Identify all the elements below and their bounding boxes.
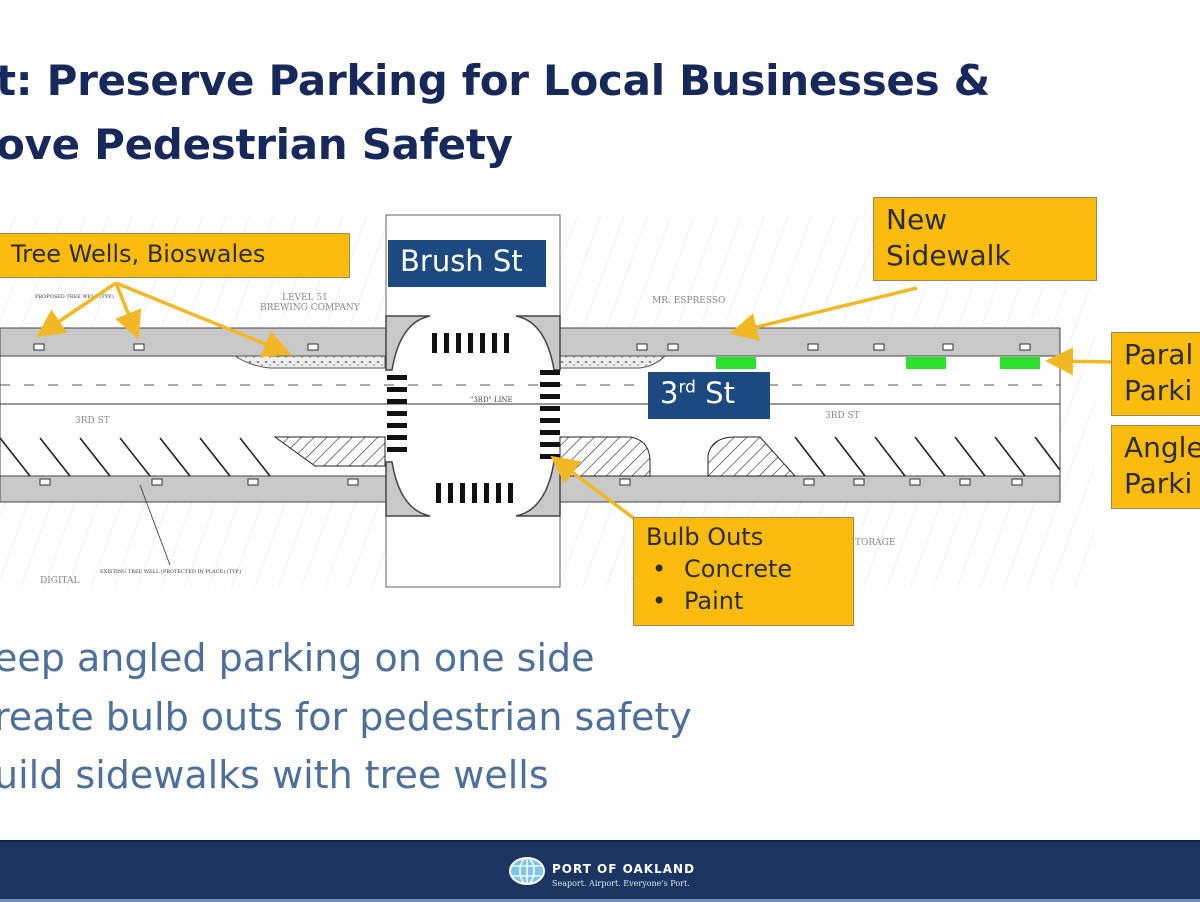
- parallel-line-2: Parki: [1124, 374, 1193, 407]
- plan-label-brewing: BREWING COMPANY: [260, 303, 361, 313]
- new-sidewalk-line-2: Sidewalk: [886, 239, 1011, 272]
- angled-parking-west: [0, 437, 271, 477]
- crosswalk-south: [436, 483, 513, 503]
- globe-icon: [509, 857, 545, 885]
- arrow-tree-well-2: [114, 282, 142, 340]
- callout-arrows: [36, 281, 1113, 522]
- street-label-brush-st: Brush St: [388, 240, 546, 287]
- hatched-island-east-1: [559, 436, 651, 477]
- slide-title-line-2: ove Pedestrian Safety: [0, 120, 513, 169]
- slide-title-line-1: t: Preserve Parking for Local Businesses…: [0, 56, 990, 105]
- arrow-tree-well-1: [36, 281, 117, 337]
- new-sidewalk-line-1: New: [886, 203, 948, 236]
- bulb-outs-item: Concrete: [646, 553, 841, 585]
- logo-tagline: Seaport. Airport. Everyone's Port.: [552, 879, 690, 888]
- plan-label-mr-espresso: MR. ESPRESSO: [652, 296, 725, 306]
- bullet-item: reate bulb outs for pedestrian safety: [0, 695, 692, 739]
- angled-line-2: Parki: [1124, 467, 1193, 500]
- 3rd-st-number: 3: [660, 376, 679, 410]
- hatched-island-east-2: [707, 436, 797, 477]
- arrow-parallel-parking: [1045, 347, 1113, 376]
- plan-label-existing-tree-well: EXISTING TREE WELL (PROTECTED IN PLACE) …: [100, 568, 241, 575]
- callout-tree-wells-text: Tree Wells, Bioswales: [11, 240, 266, 268]
- plan-label-proposed-tree-well: PROPOSED TREE WELL (TYP.): [35, 293, 114, 300]
- plan-label-3rd-st-east: 3RD ST: [825, 411, 860, 421]
- bioswale-west: [233, 355, 386, 369]
- callout-tree-wells-bioswales: Tree Wells, Bioswales: [0, 233, 350, 278]
- bullet-item: eep angled parking on one side: [0, 636, 595, 680]
- arrow-bioswale: [115, 281, 292, 358]
- callout-angled-parking: Angle Parki: [1111, 425, 1200, 509]
- bulb-outs: [385, 315, 561, 517]
- callout-bulb-outs: Bulb Outs Concrete Paint: [633, 517, 854, 626]
- plan-label-digital: DIGITAL: [40, 576, 80, 586]
- arrow-new-sidewalk: [729, 286, 918, 341]
- parallel-parking-spaces: [716, 357, 1040, 369]
- angled-line-1: Angle: [1124, 431, 1200, 464]
- crosswalk-west: [387, 375, 407, 452]
- plan-label-3rd-st-west: 3RD ST: [75, 416, 110, 426]
- 3rd-st-ordinal: rd: [678, 377, 696, 398]
- callout-new-sidewalk: New Sidewalk: [873, 197, 1097, 281]
- bioswale-east: [559, 355, 667, 369]
- existing-tree-well-leader: [139, 484, 171, 566]
- street-label-3rd-st: 3rd St: [648, 372, 770, 419]
- angled-parking-east: [794, 436, 1061, 477]
- footer-bar: PORT OF OAKLAND Seaport. Airport. Everyo…: [0, 840, 1200, 902]
- crosswalk-east: [540, 370, 560, 459]
- bullet-item: uild sidewalks with tree wells: [0, 753, 549, 797]
- bulb-outs-heading: Bulb Outs: [646, 523, 764, 551]
- arrow-bulb-outs: [550, 455, 638, 522]
- plan-label-3rd-line: "3RD" LINE: [470, 396, 513, 404]
- crosswalk-north: [432, 333, 509, 353]
- tree-wells: [33, 343, 1031, 486]
- plan-label-level51: LEVEL 51: [282, 293, 328, 303]
- bulb-outs-item: Paint: [646, 585, 841, 617]
- brush-st-text: Brush St: [400, 244, 523, 278]
- 3rd-st-suffix: St: [695, 376, 735, 410]
- callout-parallel-parking: Paral Parki: [1111, 332, 1200, 416]
- parallel-line-1: Paral: [1124, 338, 1194, 371]
- plan-label-storage: TORAGE: [855, 538, 895, 548]
- logo-name: PORT OF OAKLAND: [552, 862, 696, 876]
- hatched-island-west: [273, 436, 386, 467]
